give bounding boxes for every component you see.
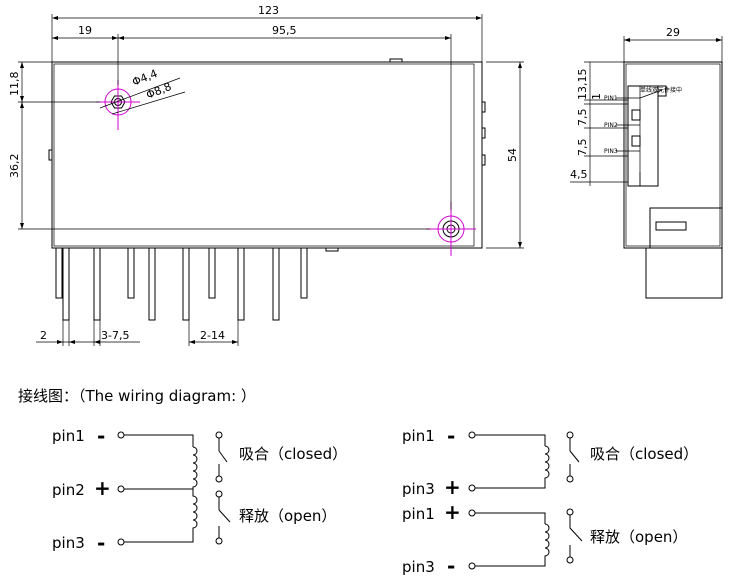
pin <box>62 247 70 321</box>
dim-side-13-15: 13,15 <box>576 69 589 101</box>
wiring-right-top: pin1 - pin3 + 吸合（closed） <box>402 424 698 499</box>
right-tab-1 <box>481 101 486 113</box>
pin-group <box>55 247 308 321</box>
dim-height-36-2: 36,2 <box>8 154 21 179</box>
right-top-pin1-sign: - <box>447 424 455 448</box>
wiring-left: pin1 - pin2 + pin3 - 吸合（closed） 释放（open） <box>52 424 347 555</box>
pin <box>148 247 156 321</box>
right-tab-2 <box>481 127 486 139</box>
terminal-box <box>627 85 659 187</box>
right-bottom-pin3-label: pin3 <box>402 558 435 576</box>
left-tab <box>48 149 53 161</box>
coil-right-bottom <box>544 523 550 558</box>
pin <box>237 247 245 321</box>
right-top-pin3-label: pin3 <box>402 480 435 498</box>
relay-body-outline <box>51 61 483 249</box>
dim-pin-2: 2 <box>40 329 47 342</box>
right-bottom-pin3-sign: - <box>447 554 455 576</box>
wiring-right-bottom: pin1 + pin3 - 释放（open） <box>402 500 687 576</box>
left-pin2-sign: + <box>94 476 111 500</box>
dim-side-4-5: 4,5 <box>570 168 588 181</box>
right-open-label: 释放（open） <box>590 528 687 546</box>
side-bottom-block <box>645 247 723 299</box>
side-pin3-label: PIN3 <box>604 148 618 155</box>
pin <box>272 247 280 321</box>
right-bottom-pin1-sign: + <box>444 500 461 524</box>
dim-side-7-5-b: 7,5 <box>576 139 589 157</box>
coil-lower <box>192 489 198 530</box>
front-view: Φ4,4 Φ8,8 123 19 95,5 11,8 36,2 <box>8 4 524 346</box>
dim-total-length: 123 <box>258 4 279 17</box>
dim-height-54: 54 <box>506 148 519 162</box>
right-top-pin1-label: pin1 <box>402 427 435 445</box>
dim-side-7-5-a: 7,5 <box>576 109 589 127</box>
pin <box>182 247 190 321</box>
right-tab-3 <box>481 154 486 166</box>
left-open-label: 释放（open） <box>239 507 336 525</box>
top-tab <box>389 58 403 63</box>
left-pin2-label: pin2 <box>52 481 85 499</box>
left-pin3-label: pin3 <box>52 534 85 552</box>
dim-offset-19: 19 <box>78 24 92 37</box>
right-bottom-pin1-label: pin1 <box>402 505 435 523</box>
coil-upper <box>192 446 198 489</box>
side-note: 单线双元件接中 <box>640 86 682 94</box>
left-closed-label: 吸合（closed） <box>239 445 347 463</box>
dim-pin-2-14: 2-14 <box>200 329 225 342</box>
coil-right-top <box>544 445 550 480</box>
right-closed-label: 吸合（closed） <box>590 445 698 463</box>
left-pin3-sign: - <box>97 531 105 555</box>
relay-body-inner <box>53 63 475 247</box>
left-pin1-sign: - <box>97 424 105 448</box>
mounting-hole-large <box>426 202 476 256</box>
side-view: 29 13,15 1 7,5 7,5 PIN1 PIN2 PIN3 单线双元件接… <box>570 26 723 299</box>
mounting-hole-small <box>96 80 140 130</box>
pin <box>127 247 135 299</box>
side-pin1-label: PIN1 <box>604 95 618 102</box>
side-pin2-label: PIN2 <box>604 122 618 129</box>
pin <box>300 247 308 299</box>
dim-span-95-5: 95,5 <box>272 24 297 37</box>
pin <box>55 247 63 299</box>
bottom-tab <box>325 247 339 252</box>
wiring-title: 接线图：（The wiring diagram: ） <box>18 387 256 405</box>
dim-side-1: 1 <box>590 93 603 100</box>
dim-height-11-8: 11,8 <box>8 72 21 97</box>
left-pin1-label: pin1 <box>52 427 85 445</box>
dim-side-width: 29 <box>666 26 680 39</box>
right-top-pin3-sign: + <box>444 475 461 499</box>
pin <box>208 247 216 299</box>
pin <box>93 247 101 321</box>
dim-pin-3-7-5: 3-7,5 <box>101 329 129 342</box>
